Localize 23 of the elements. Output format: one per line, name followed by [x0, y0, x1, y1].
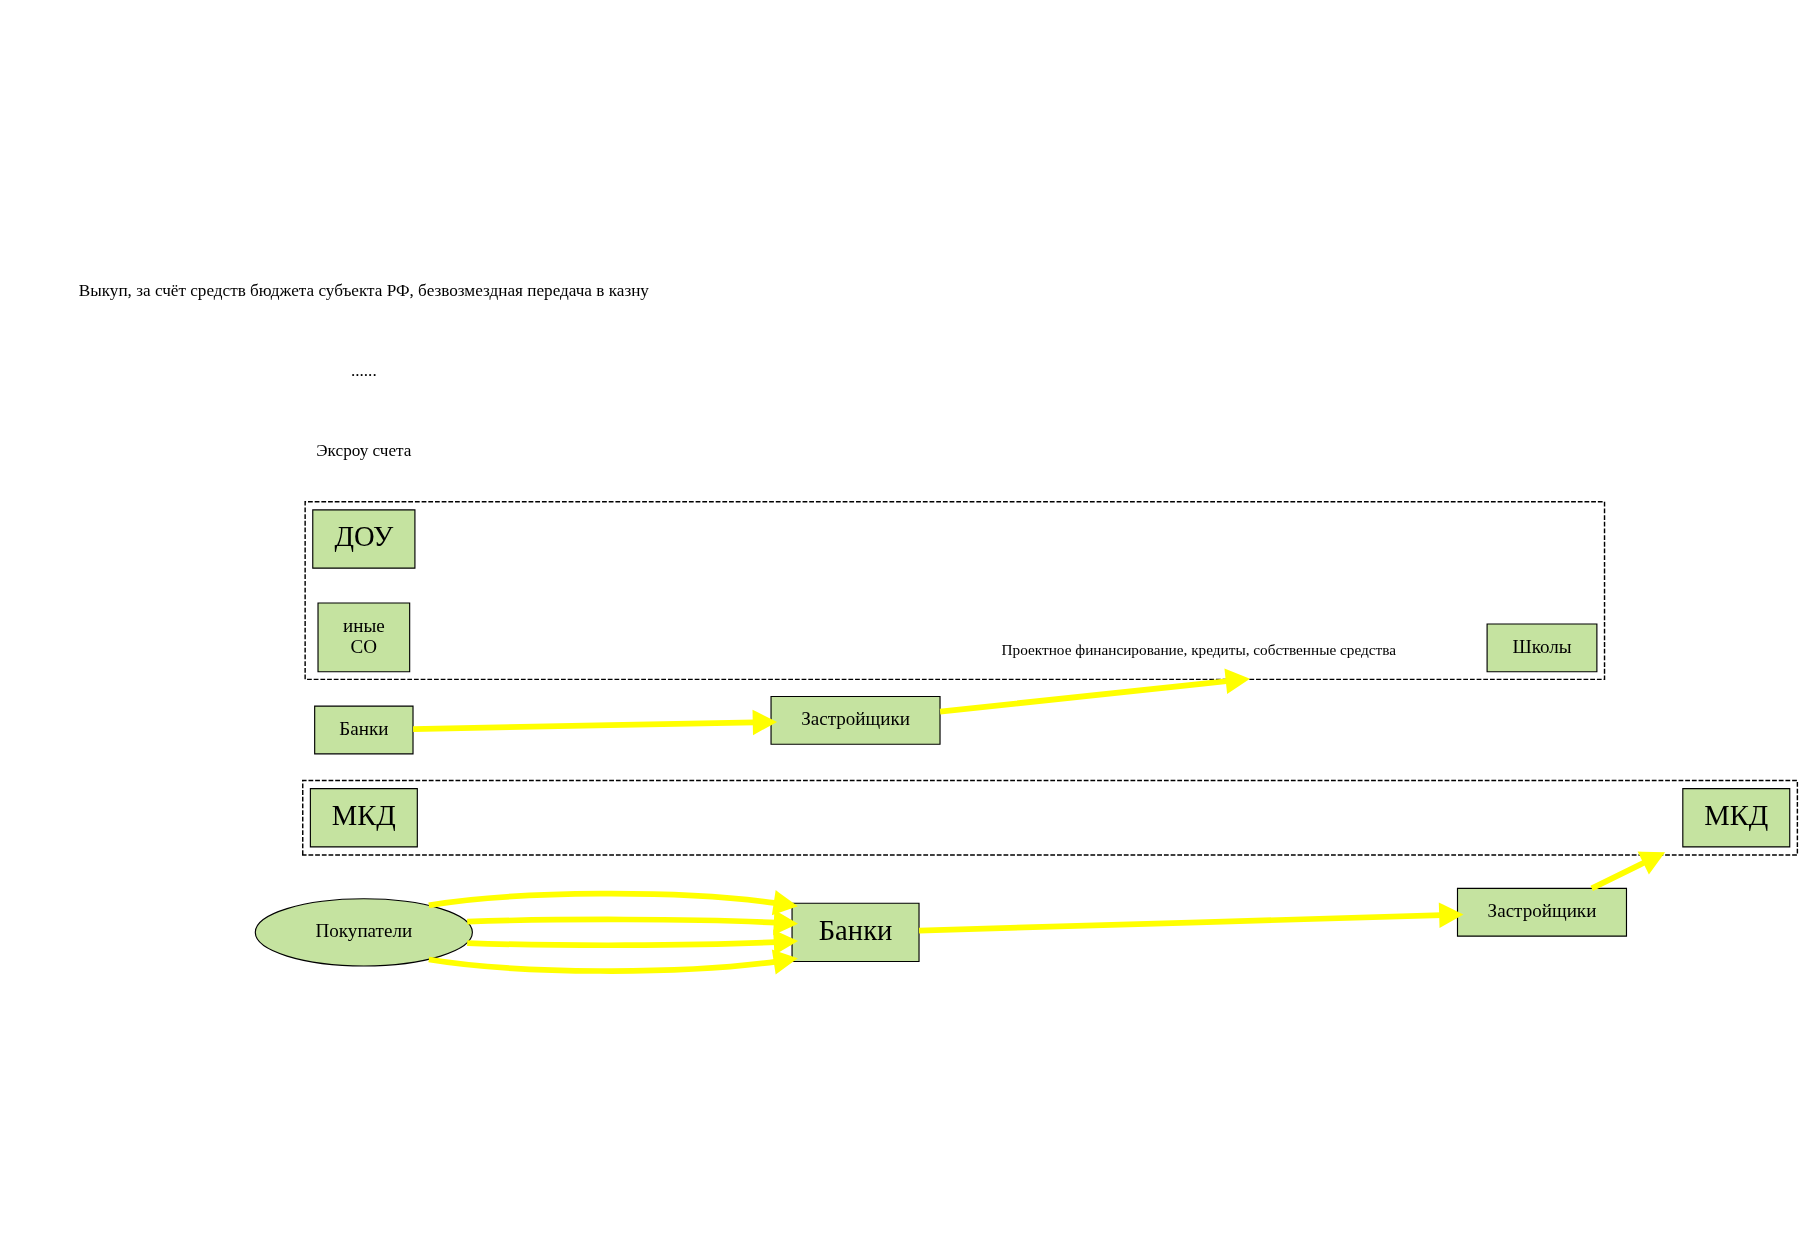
cluster — [302, 779, 1799, 856]
node-box: ДОУ — [312, 509, 416, 569]
node-box: МКД — [1682, 788, 1791, 848]
label: Выкуп, за счёт средств бюджета субъекта РФ, безвозмездная передача в казну — [78, 280, 649, 300]
arrow — [467, 929, 799, 955]
arrow — [939, 668, 1250, 715]
node-box: Банки — [314, 705, 414, 755]
label: Эксроу счета — [316, 441, 412, 461]
node-ellipse: Покупатели — [254, 898, 473, 967]
arrow — [428, 890, 798, 916]
node-box: Школы — [1486, 623, 1598, 673]
node-box: Банки — [791, 902, 920, 963]
edge-label: Проектное финансирование, кредиты, собственные средства — [1001, 641, 1396, 659]
node-box: Застройщики — [1456, 887, 1628, 937]
arrow — [918, 902, 1464, 934]
node-box: иные СО — [317, 602, 411, 673]
node-box: МКД — [309, 788, 418, 848]
node-box: Застройщики — [770, 695, 941, 745]
label: ...... — [350, 361, 377, 381]
arrow — [1590, 851, 1666, 891]
cluster — [304, 501, 1606, 681]
arrow — [428, 949, 798, 975]
arrow — [413, 709, 778, 736]
